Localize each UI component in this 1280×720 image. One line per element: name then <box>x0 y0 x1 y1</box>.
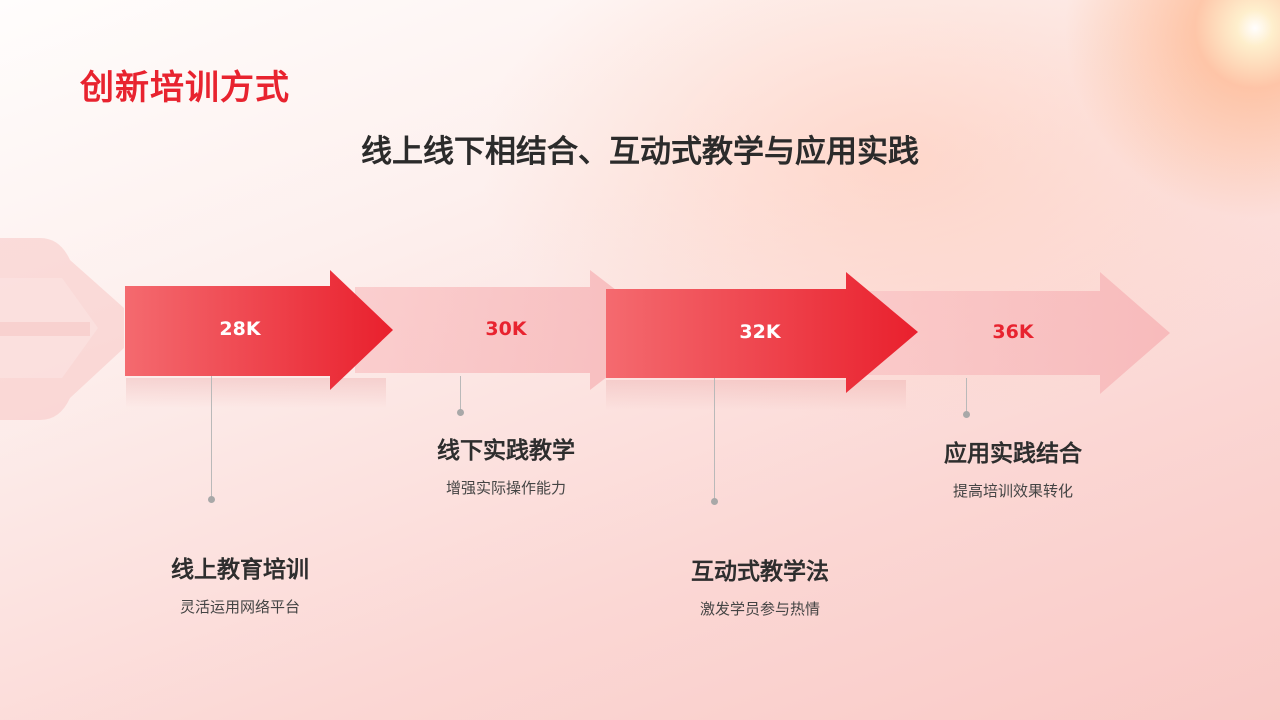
step-1-value: 28K <box>219 318 261 340</box>
step-3-value: 32K <box>739 321 781 343</box>
step-2-text: 线下实践教学 增强实际操作能力 <box>386 431 626 498</box>
step-3-title: 互动式教学法 <box>691 559 829 585</box>
step-4-connector <box>966 378 967 414</box>
step-1-dot <box>208 496 215 503</box>
page-subtitle: 线上线下相结合、互动式教学与应用实践 <box>361 134 919 170</box>
step-1-connector <box>211 376 212 500</box>
step-4-text: 应用实践结合 提高培训效果转化 <box>893 434 1133 501</box>
step-1-desc: 灵活运用网络平台 <box>179 598 300 616</box>
step-2-dot <box>457 409 464 416</box>
arrow-1-reflection <box>126 378 386 408</box>
step-2-connector <box>460 376 461 412</box>
step-4-title: 应用实践结合 <box>944 441 1082 467</box>
step-3-dot <box>711 498 718 505</box>
arrow-3-reflection <box>606 380 906 410</box>
step-3-desc: 激发学员参与热情 <box>699 600 820 618</box>
step-1-title: 线上教育培训 <box>171 557 309 583</box>
step-2-desc: 增强实际操作能力 <box>445 479 566 497</box>
step-4-desc: 提高培训效果转化 <box>952 482 1073 500</box>
step-4-dot <box>963 411 970 418</box>
decorative-fork-shape <box>0 238 124 420</box>
step-2-value: 30K <box>485 318 527 340</box>
step-2-title: 线下实践教学 <box>437 438 575 464</box>
step-1-text: 线上教育培训 灵活运用网络平台 <box>120 550 360 617</box>
page-title: 创新培训方式 <box>80 68 290 108</box>
step-3-connector <box>714 378 715 502</box>
step-3-text: 互动式教学法 激发学员参与热情 <box>640 552 880 619</box>
step-4-value: 36K <box>992 321 1034 343</box>
